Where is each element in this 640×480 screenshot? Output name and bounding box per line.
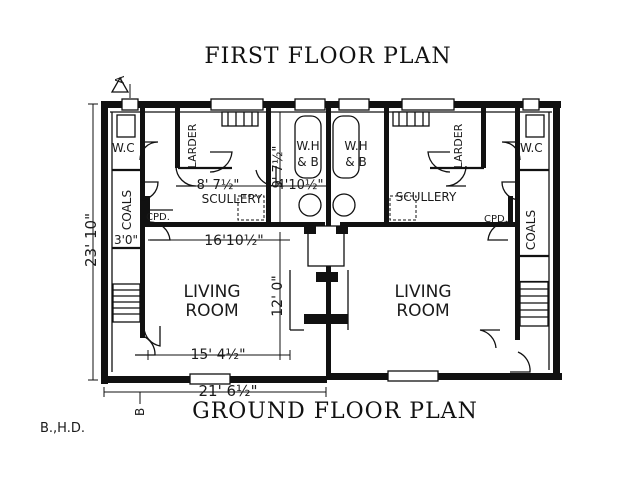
left-staircase [112, 283, 141, 323]
right-house-walls [340, 108, 549, 340]
wc-label-right: W.C [520, 141, 543, 155]
larder-label-right: LARDER [452, 123, 465, 168]
dim-whb-depth: 9' 7½" [271, 146, 286, 189]
living-room-label-left-2: ROOM [185, 301, 238, 321]
dim-overall-depth: 23' 10" [82, 213, 100, 267]
dimension-lines [88, 103, 327, 397]
whb-label-left-1: W.H [296, 139, 319, 153]
section-line [110, 76, 141, 404]
windows [121, 98, 540, 385]
larder-shelves [221, 111, 430, 127]
door-swings [135, 141, 531, 373]
coals-label-left: COALS [120, 190, 134, 230]
party-wall-chimney [289, 108, 349, 380]
bath-fixtures [116, 114, 545, 217]
dim-scullery-width: 8' 7½" [197, 178, 240, 193]
scullery-label-right: SCULLERY [396, 190, 457, 204]
cpd-label-left: CPD. [146, 212, 170, 223]
whb-label-right-1: W.H [344, 139, 367, 153]
section-mark-b: B [133, 408, 147, 416]
left-scullery-sink [237, 195, 265, 221]
wc-label-left: W.C [112, 141, 135, 155]
dim-overall-width: 21' 6½" [199, 382, 258, 400]
right-staircase [519, 281, 549, 327]
dim-coals-width: 3'0" [114, 233, 138, 247]
cpd-label-right: CPD. [484, 214, 508, 225]
dim-living-depth: 12' 0" [270, 275, 286, 316]
scullery-label-left: SCULLERY [202, 192, 263, 206]
living-room-label-right-2: ROOM [396, 301, 449, 321]
living-room-label-left-1: LIVING [183, 282, 240, 302]
first-floor-plan-title: FIRST FLOOR PLAN [204, 44, 451, 69]
section-mark-a: A [113, 75, 127, 84]
dim-living-width-upper: 16'10½" [204, 233, 264, 249]
author-signature: B.,H.D. [40, 421, 85, 436]
dim-living-width-lower: 15' 4½" [190, 347, 245, 363]
dim-whb-width: 4'10½" [277, 178, 324, 193]
whb-label-left-2: & B [297, 155, 318, 169]
living-room-label-right-1: LIVING [394, 282, 451, 302]
coals-label-right: COALS [524, 210, 538, 250]
right-scullery-sink [389, 195, 417, 221]
whb-label-right-2: & B [345, 155, 366, 169]
larder-label-left: LARDER [186, 123, 199, 168]
ground-floor-plan-title: GROUND FLOOR PLAN [192, 399, 478, 424]
